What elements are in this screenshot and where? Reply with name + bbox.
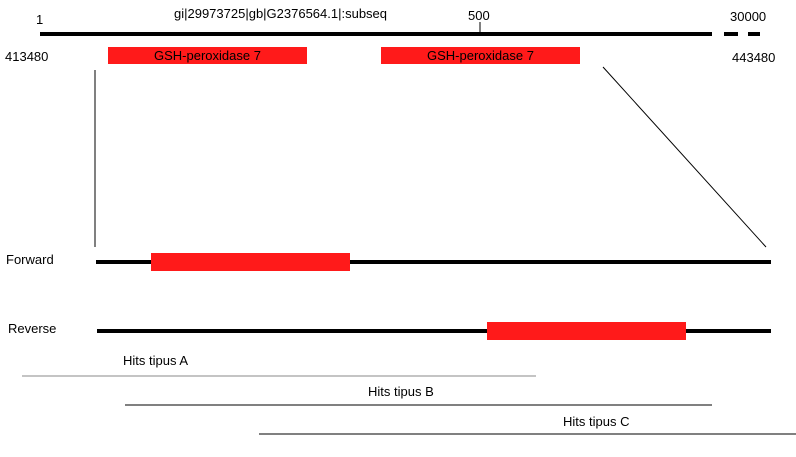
range-end-label: 443480: [732, 50, 776, 65]
scale-end-label: 30000: [730, 9, 767, 24]
feature-box-1: GSH-peroxidase 7: [108, 47, 307, 64]
range-start-label: 413480: [5, 49, 49, 64]
scale-mid-label: 500: [468, 8, 490, 23]
reverse-label: Reverse: [8, 321, 57, 336]
hit-label-a: Hits tipus A: [123, 353, 189, 368]
forward-label: Forward: [6, 252, 54, 267]
hit-label-c: Hits tipus C: [563, 414, 630, 429]
sequence-id-label: gi|29973725|gb|G2376564.1|:subseq: [174, 6, 388, 21]
hit-label-b: Hits tipus B: [368, 384, 434, 399]
feature-box-2: GSH-peroxidase 7: [381, 47, 580, 64]
forward-feature-bar: [151, 253, 350, 271]
reverse-feature-bar: [487, 322, 686, 340]
scale-start-label: 1: [36, 12, 44, 27]
zoom-line-right: [602, 66, 767, 248]
